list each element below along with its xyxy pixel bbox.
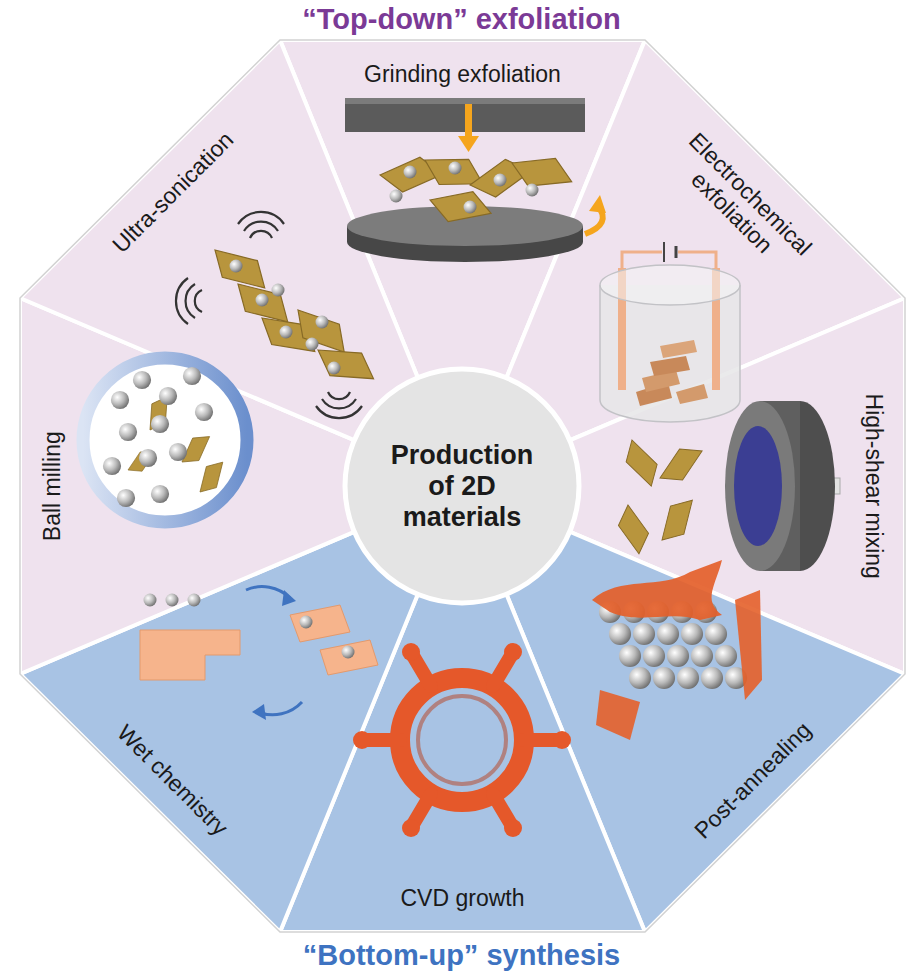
method-label: Ultra-sonication (107, 126, 239, 258)
center-circle: Production of 2D materials (342, 366, 582, 606)
method-sector-shape (20, 298, 462, 674)
ball-milling-illustration (83, 358, 247, 522)
method-sector-shape (462, 40, 905, 486)
method-sector-shape (280, 40, 645, 486)
method-sector-shape (462, 298, 905, 674)
method-label: Electrochemical exfoliation (655, 117, 827, 289)
group-heading: “Top-down” exfoliation (302, 2, 620, 37)
method-sector: Ultra-sonication (20, 40, 462, 486)
method-label: CVD growth (401, 885, 525, 911)
method-label: Grinding exfoliation (364, 61, 561, 87)
method-sector-shape (20, 40, 462, 486)
method-sector: Electrochemical exfoliation (462, 40, 905, 486)
electrochemical-illustration (600, 242, 740, 422)
method-sector-shape (280, 486, 645, 932)
method-label: High-shear mixing (860, 394, 886, 579)
method-label: Ball milling (39, 431, 65, 541)
method-sector: Wet chemistry (20, 486, 462, 932)
method-sector: Ball milling (20, 298, 462, 674)
method-label: Wet chemistry (112, 720, 233, 841)
method-sector-shape (462, 486, 905, 932)
method-sector-shape (20, 486, 462, 932)
heading-row: “Top-down” exfoliation (0, 2, 923, 37)
octagon-outline (20, 40, 905, 932)
group-heading: “Bottom-up” synthesis (303, 938, 620, 973)
method-sector: CVD growth (280, 486, 645, 932)
method-label: Post-annealing (689, 717, 816, 844)
method-sector: Grinding exfoliation (280, 40, 645, 486)
heading-row: “Bottom-up” synthesis (0, 938, 923, 973)
center-title: Production of 2D materials (382, 440, 542, 533)
method-sector: Post-annealing (462, 486, 905, 932)
method-sector: High-shear mixing (462, 298, 905, 674)
